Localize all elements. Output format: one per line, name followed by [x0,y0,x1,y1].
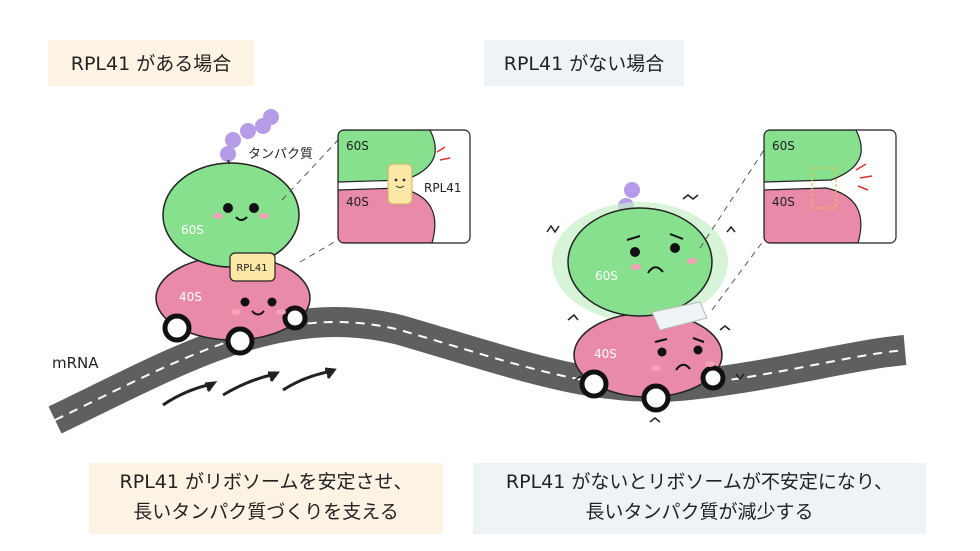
small-subunit-label: 40S [179,290,202,304]
large-subunit-label: 60S [181,223,204,237]
mrna-label: mRNA [52,354,99,372]
large-subunit-left [162,162,300,268]
inset-small-label-right: 40S [772,195,795,209]
wheel-icon [225,326,255,356]
caption-right-line2: 長いタンパク質が減少する [585,501,814,523]
header-with-rpl41: RPL41 がある場合 [48,40,254,86]
happy-face-icon [213,203,269,221]
caption-left-line2: 長いタンパク質づくりを支える [133,501,399,523]
large-subunit-label-right: 60S [595,269,618,283]
wheel-icon [162,313,192,343]
inset-rpl41-label: RPL41 [424,181,462,195]
inset-small-label: 40S [346,195,369,209]
motion-arrows [162,367,337,407]
happy-face-icon [231,297,286,316]
caption-left-line1: RPL41 がリボソームを安定させ、 [119,471,413,493]
wheel-icon [282,305,308,331]
caption-with-rpl41: RPL41 がリボソームを安定させ、 長いタンパク質づくりを支える [89,463,443,534]
rpl41-tag [229,252,276,282]
worried-face-icon [626,233,697,274]
protein-label: タンパク質 [248,147,313,162]
caption-without-rpl41: RPL41 がないとリボソームが不安定になり、 長いタンパク質が減少する [473,463,926,534]
large-subunit-right [567,207,713,317]
rpl41-protein-shape [387,163,413,205]
header-without-rpl41: RPL41 がない場合 [484,40,684,86]
inset-large-label: 60S [346,139,369,153]
mrna-road [48,307,907,434]
small-subunit-label-right: 40S [594,347,617,361]
inset-large-label-right: 60S [772,139,795,153]
inset-without-rpl41: 60S 40S [763,129,897,244]
worried-face-icon [651,337,715,371]
unstable-ribosome: 60S 40S [546,194,745,423]
wheel-icon [700,365,726,391]
rpl41-tag-label: RPL41 [236,263,267,274]
wheel-icon [579,369,609,399]
stable-ribosome: RPL41 60S 40S [155,162,311,356]
shake-marks [546,194,745,423]
missing-rpl41-outline [811,167,837,209]
protein-chain [220,109,279,162]
caption-right-line1: RPL41 がないとリボソームが不安定になり、 [505,471,894,493]
wheel-icon [641,383,671,413]
inset-with-rpl41: 60S 40S RPL41 [337,129,471,244]
